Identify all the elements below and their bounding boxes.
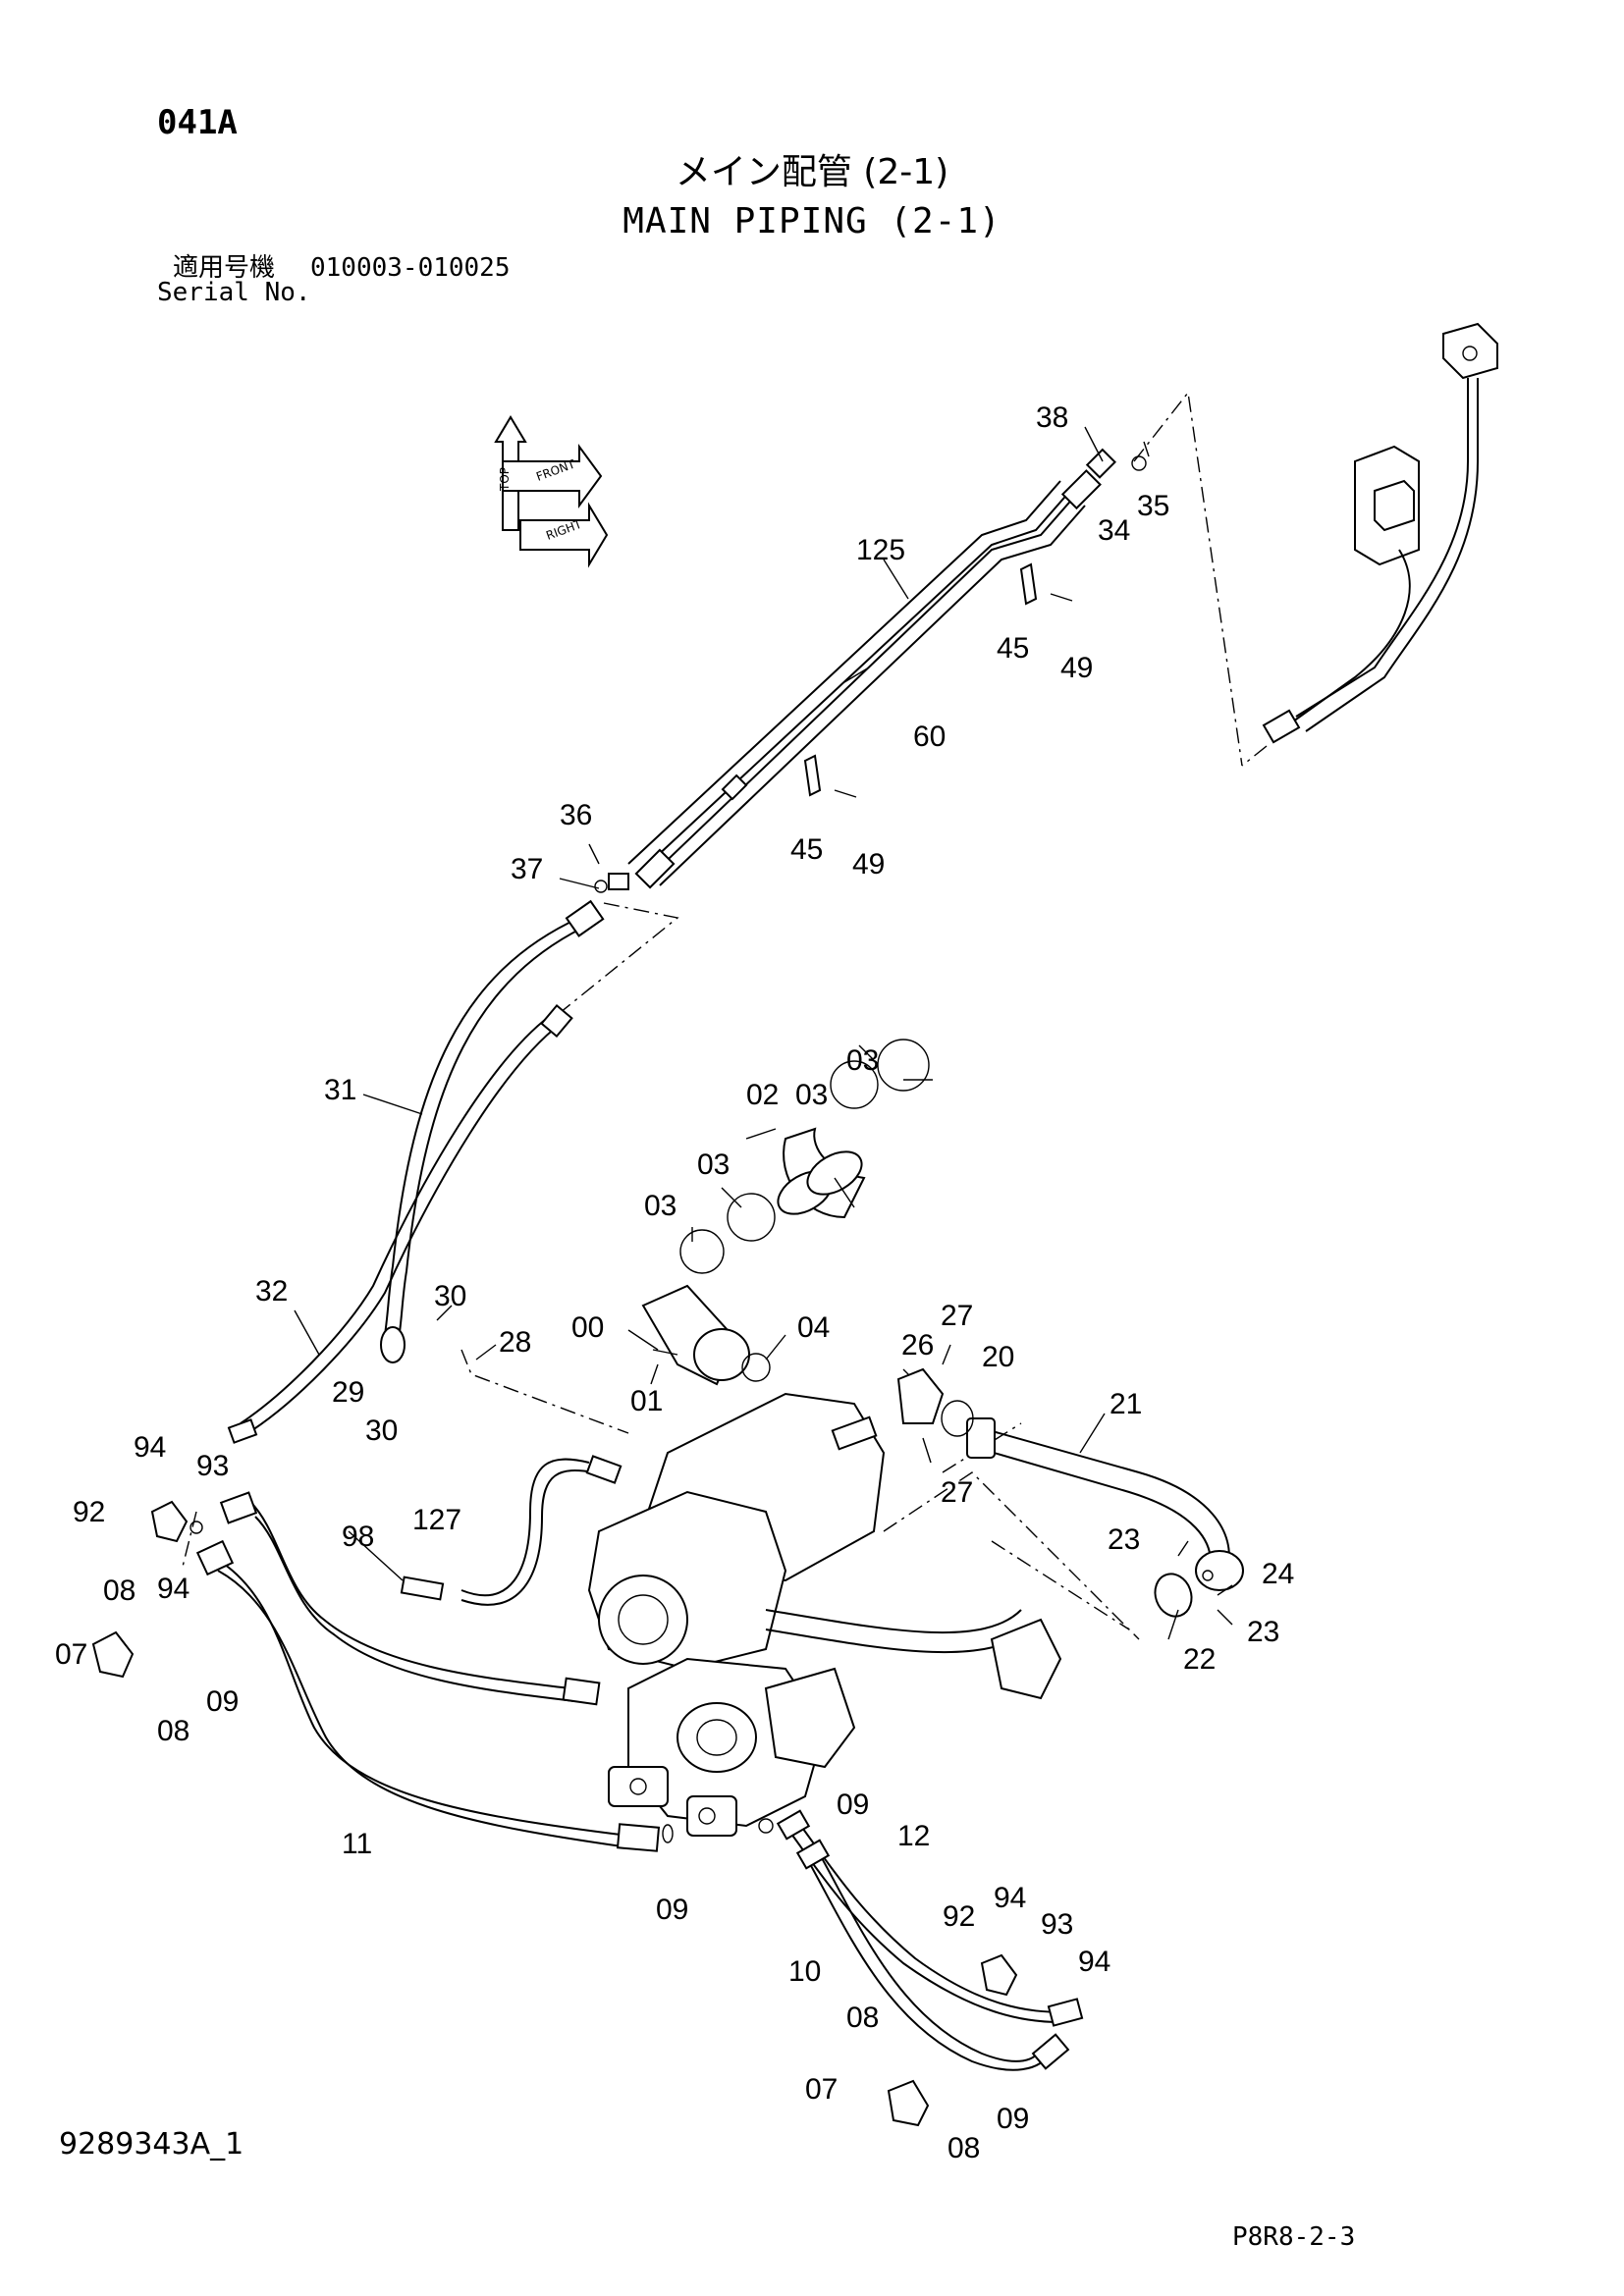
title-english: MAIN PIPING (2-1) <box>623 201 1001 241</box>
callout-93-right: 93 <box>1041 1908 1073 1941</box>
callout-09-right-upper: 09 <box>837 1789 869 1821</box>
callout-20: 20 <box>982 1341 1014 1373</box>
callout-26: 26 <box>901 1329 934 1362</box>
callout-10: 10 <box>788 1955 821 1988</box>
callout-03-third: 03 <box>697 1148 730 1181</box>
callout-36: 36 <box>560 799 592 831</box>
callout-49-lower: 49 <box>852 848 885 881</box>
callout-07-bottom: 07 <box>805 2073 838 2106</box>
callout-31: 31 <box>324 1074 356 1106</box>
callout-03-second: 03 <box>795 1079 828 1111</box>
orientation-label-top: TOP <box>498 467 512 492</box>
callout-92-left: 92 <box>73 1496 105 1528</box>
callout-02: 02 <box>746 1079 779 1111</box>
callout-45-lower: 45 <box>790 833 823 866</box>
title-japanese: メイン配管 (2-1) <box>675 152 949 192</box>
suction-assembly <box>641 1039 930 1386</box>
hose-10-12 <box>758 1809 1084 2127</box>
callout-28: 28 <box>499 1326 531 1359</box>
callout-93-left: 93 <box>196 1450 229 1482</box>
callout-01: 01 <box>630 1385 663 1417</box>
orientation-marker: TOP FRONT RIGHT <box>494 415 609 568</box>
callout-125: 125 <box>856 534 905 566</box>
sheet-reference: P8R8-2-3 <box>1232 2222 1356 2252</box>
callout-07-left: 07 <box>55 1638 87 1671</box>
callout-04: 04 <box>797 1311 830 1344</box>
callout-30-lower: 30 <box>365 1415 398 1447</box>
hose-98 <box>150 1491 601 1706</box>
callout-94-left-upper: 94 <box>134 1431 166 1464</box>
serial-number-range: 010003-010025 <box>310 253 511 283</box>
callout-94-left-lower: 94 <box>157 1573 189 1605</box>
callout-08-left-lower: 08 <box>157 1715 189 1747</box>
callout-34: 34 <box>1098 514 1130 547</box>
drawing-number: 9289343A_1 <box>59 2127 244 2162</box>
callout-23-upper: 23 <box>1108 1523 1140 1556</box>
callout-11: 11 <box>342 1828 372 1860</box>
callout-00: 00 <box>571 1311 604 1344</box>
callout-08-bottom-lower: 08 <box>947 2132 980 2164</box>
callout-leaders <box>294 426 1233 1640</box>
callout-127: 127 <box>412 1504 461 1536</box>
callout-32: 32 <box>255 1275 288 1308</box>
page-code: 041A <box>157 103 238 142</box>
callout-35: 35 <box>1137 490 1169 522</box>
pipe-125-60 <box>627 448 1147 889</box>
callout-38: 38 <box>1036 401 1068 434</box>
callout-60: 60 <box>913 721 946 753</box>
callout-03-top: 03 <box>846 1044 879 1077</box>
callout-45-upper: 45 <box>997 632 1029 665</box>
callout-09-bottom: 09 <box>997 2103 1029 2135</box>
callout-23-lower: 23 <box>1247 1616 1279 1648</box>
callout-08-left-upper: 08 <box>103 1575 135 1607</box>
callout-94-right-lower: 94 <box>1078 1946 1110 1978</box>
flange-22 <box>1154 1540 1233 1626</box>
callout-labels: 38 35 34 125 45 49 60 36 37 45 49 03 03 … <box>55 401 1294 2164</box>
callout-21: 21 <box>1110 1388 1142 1420</box>
callout-08-bottom-upper: 08 <box>846 2002 879 2034</box>
callout-92-right: 92 <box>943 1900 975 1933</box>
callout-94-right-upper: 94 <box>994 1882 1026 1914</box>
pilot-valve-assembly <box>1262 322 1498 744</box>
callout-98: 98 <box>342 1521 374 1553</box>
callout-09-left: 09 <box>206 1685 239 1718</box>
callout-37: 37 <box>511 853 543 885</box>
callout-22: 22 <box>1183 1643 1216 1676</box>
callout-30-upper: 30 <box>434 1280 466 1312</box>
serial-label-english: Serial No. <box>157 278 311 307</box>
serial-label-japanese: 適用号機 <box>173 253 276 283</box>
hose-11 <box>91 1539 674 1852</box>
hose-21 <box>896 1344 1244 1591</box>
callout-49-upper: 49 <box>1060 652 1093 684</box>
main-pump-assembly <box>587 1392 1062 1837</box>
hose-127 <box>400 1455 623 1606</box>
callout-09-center: 09 <box>656 1894 688 1926</box>
callout-03-fourth: 03 <box>644 1190 677 1222</box>
callout-27-lower: 27 <box>941 1476 973 1509</box>
callout-29: 29 <box>332 1376 364 1409</box>
callout-12: 12 <box>897 1820 930 1852</box>
callout-27-upper: 27 <box>941 1300 973 1332</box>
callout-24: 24 <box>1262 1558 1294 1590</box>
hose-31-32 <box>227 873 629 1444</box>
